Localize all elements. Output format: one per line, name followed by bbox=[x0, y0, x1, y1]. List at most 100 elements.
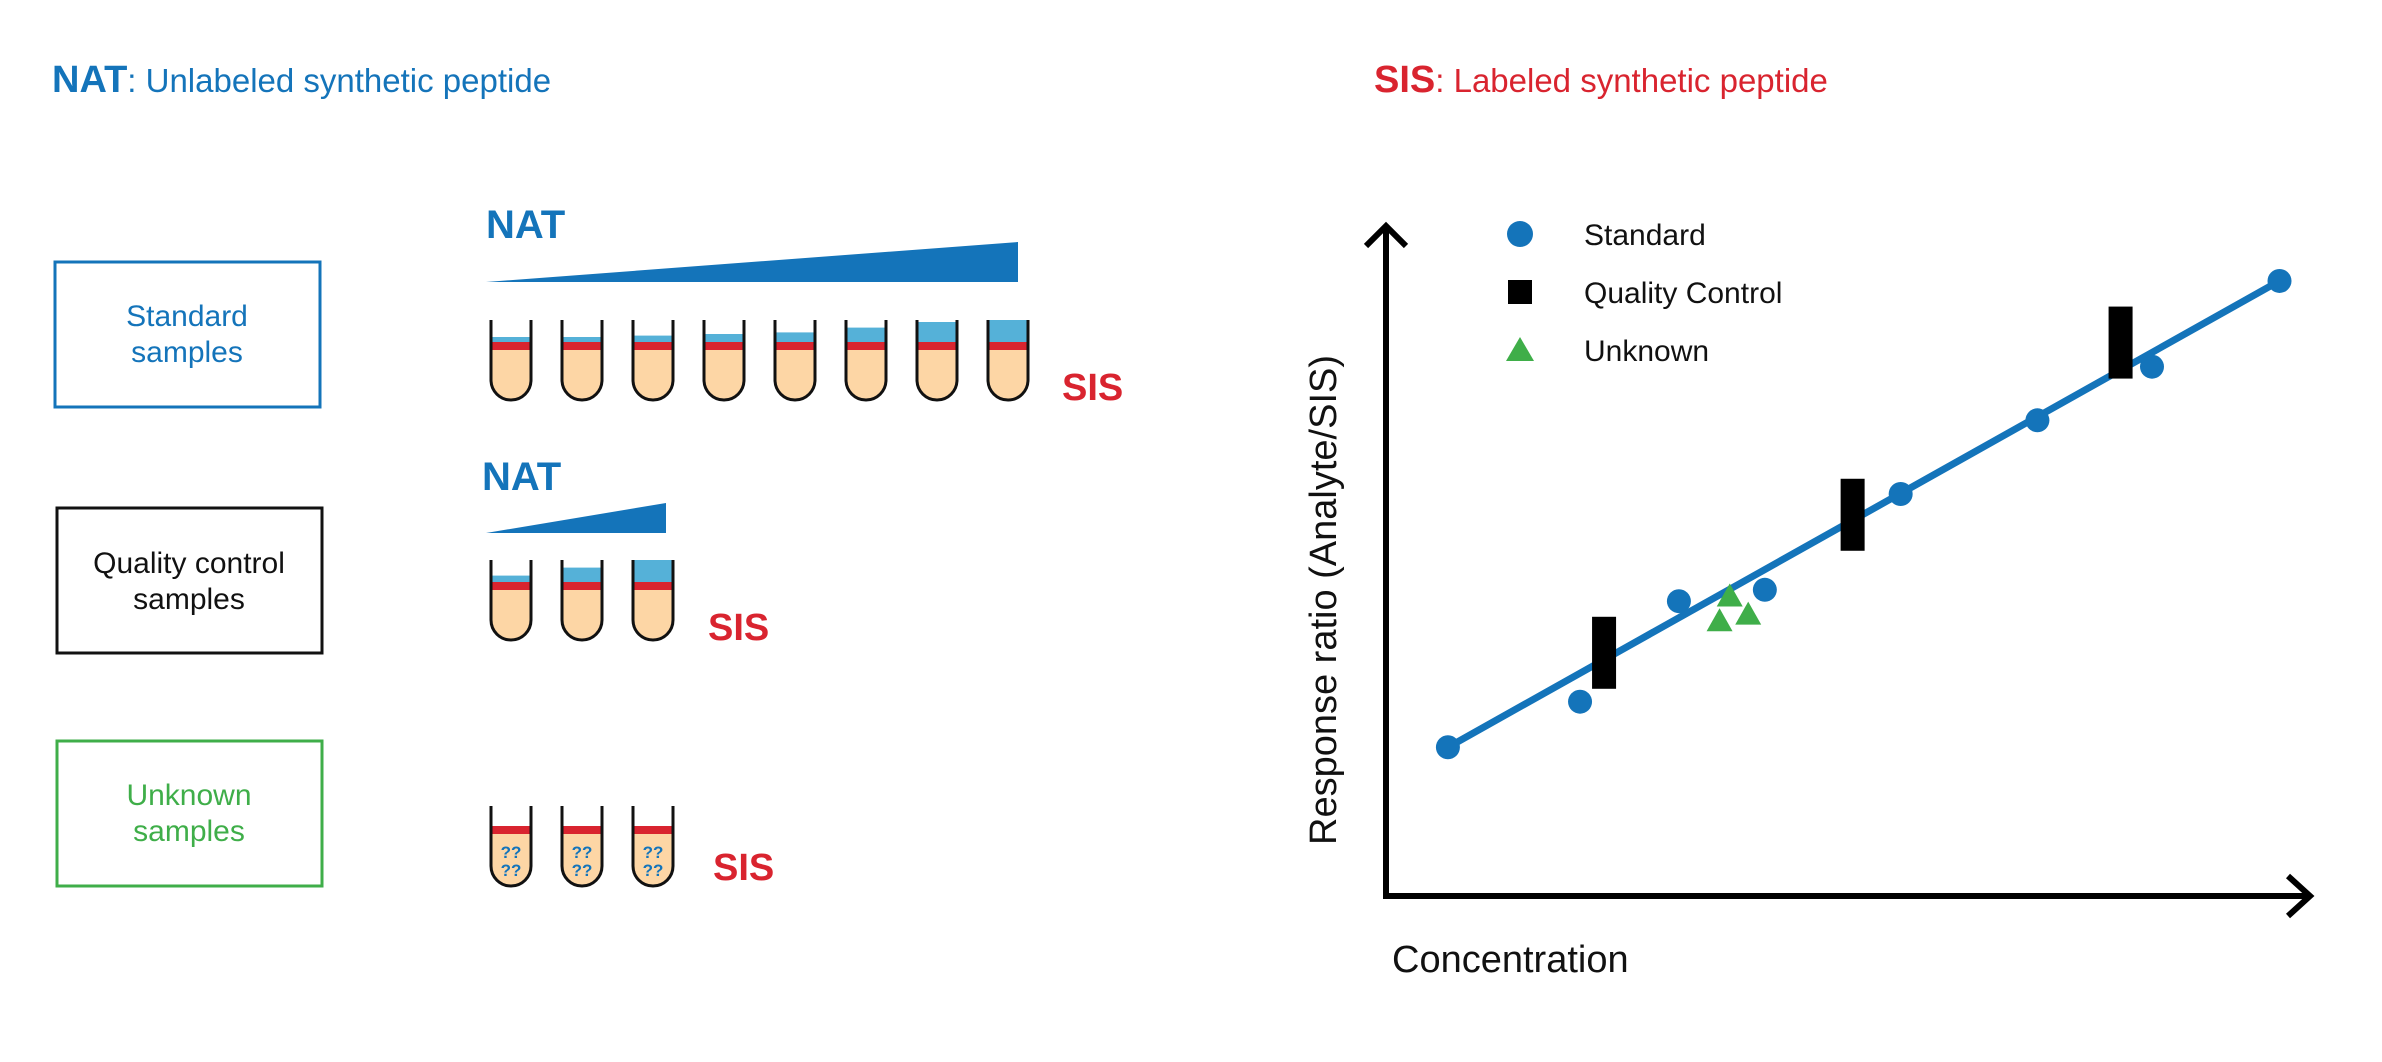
tube-sis-layer bbox=[491, 826, 531, 834]
y-axis-label: Response ratio (Analyte/SIS) bbox=[1303, 355, 1345, 845]
standard-tube bbox=[844, 320, 888, 402]
tube-sample-liquid bbox=[633, 590, 673, 640]
unknown-mark: ?? bbox=[572, 843, 593, 862]
tube-sample-liquid bbox=[633, 834, 673, 886]
tube-sample-liquid bbox=[917, 350, 957, 400]
qc-tubes bbox=[489, 560, 675, 642]
standard-point bbox=[1888, 482, 1913, 506]
qc-nat-gradient-wedge bbox=[486, 503, 666, 533]
tube-outline bbox=[844, 320, 888, 402]
tube-sis-layer bbox=[633, 582, 673, 590]
unknown-point bbox=[1716, 583, 1743, 607]
legend-square-icon bbox=[1508, 280, 1532, 304]
tube-sample-liquid bbox=[846, 350, 886, 400]
standard-tube bbox=[702, 320, 746, 402]
qc-tube bbox=[631, 560, 675, 642]
nat-header: NAT: Unlabeled synthetic peptide bbox=[52, 59, 551, 101]
legend-label: Quality Control bbox=[1584, 277, 1782, 310]
unknown-samples-box: Unknown samples bbox=[55, 739, 324, 888]
standard-samples-box: Standard samples bbox=[53, 260, 322, 409]
legend-item: Unknown bbox=[1506, 335, 1709, 368]
tube-sis-layer bbox=[633, 826, 673, 834]
qc-box-line2: samples bbox=[133, 583, 245, 616]
tube-sample-liquid bbox=[633, 350, 673, 400]
chart-axes bbox=[1363, 221, 2315, 919]
standard-tube bbox=[773, 320, 817, 402]
tube-nat-layer bbox=[846, 327, 886, 342]
tube-outline bbox=[631, 806, 675, 888]
unknown-mark: ?? bbox=[643, 843, 664, 862]
standard-point bbox=[1752, 577, 1777, 602]
qc-sis-label: SIS bbox=[708, 607, 769, 649]
tube-nat-layer bbox=[562, 337, 602, 342]
unknown-point bbox=[1735, 601, 1762, 625]
tube-nat-layer bbox=[704, 334, 744, 342]
sis-header: SIS: Labeled synthetic peptide bbox=[1374, 59, 1828, 101]
standard-tube bbox=[560, 320, 604, 402]
standard-point bbox=[1666, 589, 1691, 614]
tube-sample-liquid bbox=[988, 350, 1028, 400]
tube-sample-liquid bbox=[562, 350, 602, 400]
y-axis-arrow bbox=[1363, 221, 1409, 249]
chart-marks bbox=[1435, 268, 2292, 760]
tube-sample-liquid bbox=[491, 834, 531, 886]
tube-nat-layer bbox=[633, 560, 673, 582]
tube-sample-liquid bbox=[562, 590, 602, 640]
tube-sis-layer bbox=[988, 342, 1028, 350]
qc-point bbox=[1592, 616, 1617, 689]
tube-sample-liquid bbox=[491, 590, 531, 640]
unknown-tube: ???? bbox=[631, 806, 675, 888]
tube-outline bbox=[489, 806, 533, 888]
tube-nat-layer bbox=[988, 320, 1028, 342]
tube-nat-layer bbox=[917, 322, 957, 342]
tube-sis-layer bbox=[633, 342, 673, 350]
legend-label: Standard bbox=[1584, 219, 1706, 252]
tube-outline bbox=[702, 320, 746, 402]
tube-outline bbox=[915, 320, 959, 402]
tube-outline bbox=[489, 560, 533, 642]
tube-outline bbox=[773, 320, 817, 402]
legend-triangle-icon bbox=[1506, 337, 1534, 361]
unknown-mark: ?? bbox=[643, 861, 664, 880]
qc-point bbox=[1840, 478, 1865, 551]
tube-outline bbox=[631, 320, 675, 402]
standard-box-line1: Standard bbox=[126, 300, 248, 333]
nat-header-desc: : Unlabeled synthetic peptide bbox=[127, 62, 551, 99]
tube-outline bbox=[560, 806, 604, 888]
tube-sis-layer bbox=[562, 826, 602, 834]
tube-sample-liquid bbox=[704, 350, 744, 400]
sis-header-desc: : Labeled synthetic peptide bbox=[1435, 62, 1828, 99]
standard-sis-label: SIS bbox=[1062, 367, 1123, 409]
tube-nat-layer bbox=[633, 335, 673, 342]
standard-nat-label: NAT bbox=[486, 203, 565, 247]
tube-outline bbox=[489, 320, 533, 402]
tube-sample-liquid bbox=[562, 834, 602, 886]
standard-box-line2: samples bbox=[131, 336, 243, 369]
tube-outline bbox=[560, 560, 604, 642]
tube-sample-liquid bbox=[491, 350, 531, 400]
unknown-tube: ???? bbox=[489, 806, 533, 888]
tube-sis-layer bbox=[917, 342, 957, 350]
qc-tube bbox=[560, 560, 604, 642]
unknown-point bbox=[1706, 608, 1733, 632]
legend-item: Quality Control bbox=[1508, 277, 1782, 310]
standard-tube bbox=[986, 320, 1030, 402]
legend-item: Standard bbox=[1507, 219, 1706, 252]
qc-samples-box: Quality control samples bbox=[55, 506, 324, 655]
x-axis-arrow bbox=[2285, 873, 2315, 919]
standard-tubes bbox=[489, 320, 1030, 402]
tube-nat-layer bbox=[775, 332, 815, 342]
standard-tube bbox=[915, 320, 959, 402]
qc-box-line1: Quality control bbox=[93, 547, 285, 580]
unknown-tube: ???? bbox=[560, 806, 604, 888]
tube-nat-layer bbox=[491, 337, 531, 342]
qc-nat-label: NAT bbox=[482, 455, 561, 499]
standard-tube bbox=[489, 320, 533, 402]
tube-outline bbox=[631, 560, 675, 642]
legend-label: Unknown bbox=[1584, 335, 1709, 368]
standard-point bbox=[2139, 354, 2164, 379]
qc-tube bbox=[489, 560, 533, 642]
tube-sis-layer bbox=[491, 342, 531, 350]
